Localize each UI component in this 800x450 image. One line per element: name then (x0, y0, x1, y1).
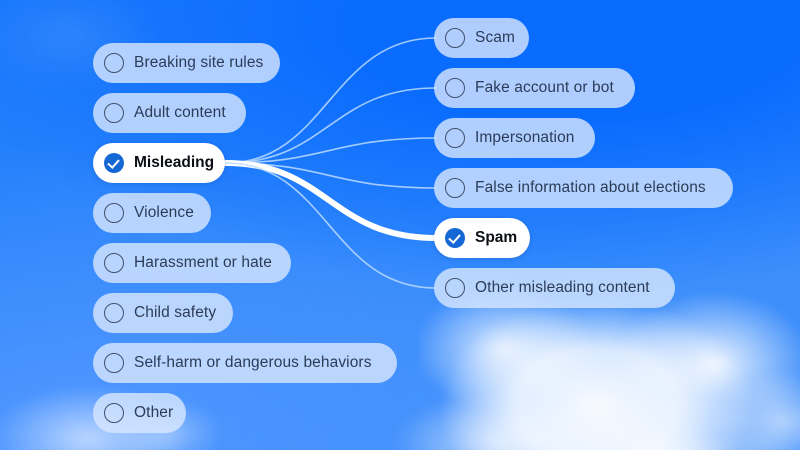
checked-radio-icon[interactable] (104, 153, 124, 173)
connector-line (225, 37, 437, 164)
reason-option-self-harm-or-dangerous-behaviors[interactable]: Self-harm or dangerous behaviors (93, 343, 397, 383)
radio-icon[interactable] (104, 53, 124, 73)
reason-option-other[interactable]: Other (93, 393, 186, 433)
radio-icon[interactable] (104, 303, 124, 323)
reason-option-label: Violence (134, 204, 194, 222)
reason-option-fake-account-or-bot[interactable]: Fake account or bot (434, 68, 635, 108)
radio-icon[interactable] (445, 78, 465, 98)
reason-option-label: Other misleading content (475, 279, 650, 297)
reason-option-label: Child safety (134, 304, 217, 322)
reason-option-other-misleading-content[interactable]: Other misleading content (434, 268, 675, 308)
checked-radio-icon[interactable] (445, 228, 465, 248)
radio-icon[interactable] (104, 103, 124, 123)
connector-line (225, 162, 437, 289)
radio-icon[interactable] (445, 178, 465, 198)
reason-option-scam[interactable]: Scam (434, 18, 529, 58)
reason-option-label: Other (134, 404, 174, 422)
reason-option-breaking-site-rules[interactable]: Breaking site rules (93, 43, 280, 83)
reason-option-harassment-or-hate[interactable]: Harassment or hate (93, 243, 291, 283)
reason-option-label: Adult content (134, 104, 226, 122)
reason-option-label: Breaking site rules (134, 54, 264, 72)
reason-option-violence[interactable]: Violence (93, 193, 211, 233)
reason-option-label: Harassment or hate (134, 254, 272, 272)
reason-option-adult-content[interactable]: Adult content (93, 93, 246, 133)
radio-icon[interactable] (445, 28, 465, 48)
connector-line (225, 137, 437, 164)
radio-icon[interactable] (104, 403, 124, 423)
reason-option-impersonation[interactable]: Impersonation (434, 118, 595, 158)
radio-icon[interactable] (104, 353, 124, 373)
reason-option-label: Scam (475, 29, 516, 47)
connector-line (223, 160, 439, 241)
radio-icon[interactable] (445, 128, 465, 148)
connector-line (225, 87, 437, 164)
reason-option-spam[interactable]: Spam (434, 218, 530, 258)
reason-option-label: Spam (475, 229, 518, 247)
reason-option-false-information-about-elections[interactable]: False information about elections (434, 168, 733, 208)
radio-icon[interactable] (104, 203, 124, 223)
reason-option-label: Misleading (134, 154, 215, 172)
reason-option-label: Self-harm or dangerous behaviors (134, 354, 372, 372)
reason-option-misleading[interactable]: Misleading (93, 143, 225, 183)
radio-icon[interactable] (104, 253, 124, 273)
reason-option-label: Impersonation (475, 129, 575, 147)
reason-option-child-safety[interactable]: Child safety (93, 293, 233, 333)
reason-option-label: False information about elections (475, 179, 706, 197)
reason-option-label: Fake account or bot (475, 79, 614, 97)
radio-icon[interactable] (445, 278, 465, 298)
